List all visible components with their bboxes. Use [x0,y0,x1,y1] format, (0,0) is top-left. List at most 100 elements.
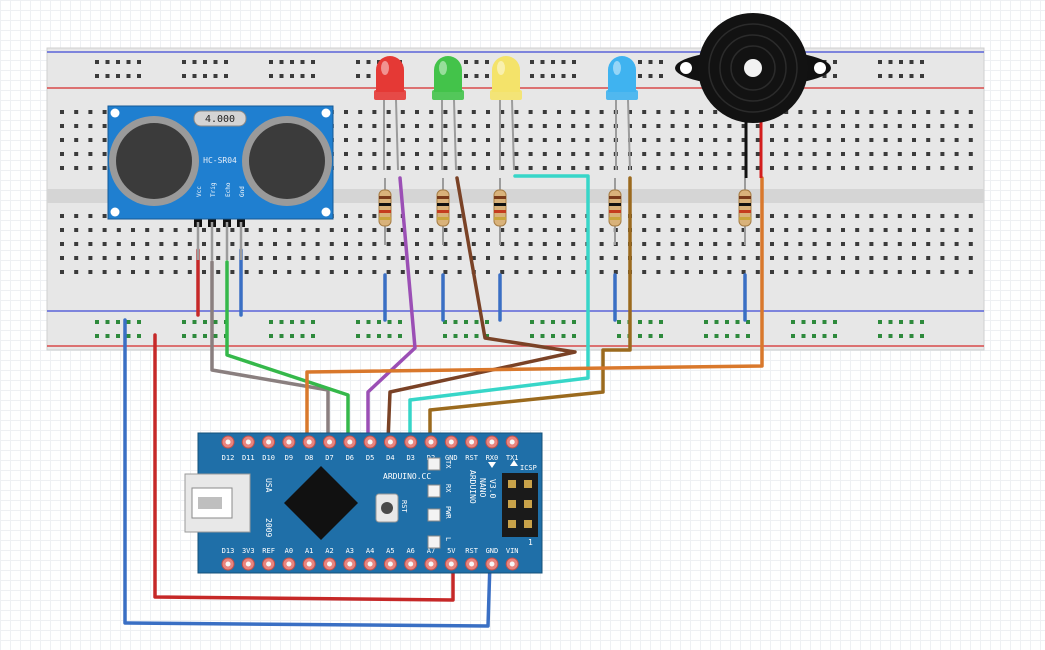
led-yellow [492,56,520,92]
breadboard-hole [557,124,561,128]
breadboard-hole [74,152,79,156]
breadboard-hole [912,138,916,142]
rail-hole [474,320,479,324]
breadboard-hole [670,228,675,232]
breadboard-hole [372,256,377,260]
arduino-nano: D12D11D10D9D8D7D6D5D4D3D2GNDRSTRX0TX1 D1… [184,432,543,574]
breadboard-hole [940,228,945,232]
breadboard-hole [443,124,448,128]
breadboard-hole [812,270,817,274]
usb-tongue [198,497,222,509]
breadboard-hole [599,124,604,128]
breadboard-hole [173,242,178,246]
rail-hole [725,334,729,338]
breadboard-hole [869,166,874,170]
breadboard-hole [926,256,931,260]
rail-hole [572,60,576,64]
breadboard-hole [102,270,107,274]
breadboard-hole [273,256,277,260]
rail-hole [366,334,371,338]
breadboard-hole [869,152,874,156]
breadboard-hole [585,166,590,170]
breadboard-hole [542,138,547,142]
wire-buzzer-orange [305,176,764,442]
breadboard-hole [443,138,448,142]
breadboard-hole [784,138,789,142]
pin-hole [286,439,292,445]
breadboard-hole [429,110,434,114]
rail-hole [203,320,207,324]
rail-hole [617,334,621,338]
breadboard-hole [429,138,434,142]
breadboard-hole [429,124,434,128]
pin-hole [266,561,272,567]
pin-label-bottom: D13 [222,547,235,555]
led-rim [490,90,522,100]
breadboard-hole [60,166,64,170]
breadboard-hole [926,242,931,246]
breadboard-hole [88,110,93,114]
pin-hole [245,439,251,445]
breadboard-hole [684,124,689,128]
breadboard-hole [599,214,604,218]
breadboard-hole [755,242,760,246]
breadboard-hole [500,124,505,128]
breadboard-hole [542,110,547,114]
breadboard-hole [102,228,107,232]
breadboard-hole [699,152,703,156]
breadboard-hole [713,152,718,156]
breadboard-hole [755,214,760,218]
breadboard-hole [670,124,675,128]
breadboard-hole [159,228,164,232]
sensor-mount-hole [110,207,120,217]
resistor-band [494,196,506,199]
rail-hole [182,334,186,338]
rail-hole [530,334,534,338]
breadboard-hole [656,152,661,156]
sensor-crystal [193,110,247,127]
breadboard-hole [940,152,945,156]
breadboard-hole [684,110,689,114]
rail-hole [833,60,837,64]
breadboard-hole [940,124,945,128]
breadboard-hole [514,228,519,232]
rail-hole [126,74,131,78]
breadboard-hole [287,242,292,246]
breadboard-hole [755,152,760,156]
breadboard-hole [415,228,419,232]
breadboard-hole [244,228,249,232]
breadboard-hole [912,110,916,114]
breadboard-hole [557,242,561,246]
breadboard-hole [954,270,959,274]
resistor-band [609,217,621,220]
rail-hole [279,74,284,78]
rail-hole [137,74,141,78]
breadboard-hole [699,138,703,142]
breadboard-hole [841,138,845,142]
rail-hole [888,320,893,324]
breadboard-hole [699,228,703,232]
breadboard-hole [514,214,519,218]
rail-hole [387,334,392,338]
breadboard-hole [727,152,732,156]
year-label: 2009 [264,518,273,537]
breadboard-hole [571,110,576,114]
rail-hole [398,334,402,338]
breadboard-hole [798,152,803,156]
breadboard-hole [60,214,64,218]
breadboard-hole [770,214,774,218]
breadboard-hole [429,270,434,274]
breadboard-hole [741,270,746,274]
breadboard-hole [883,270,888,274]
breadboard-hole [727,138,732,142]
breadboard-hole [258,256,263,260]
breadboard-hole [74,270,79,274]
wire-echo-green [225,260,350,442]
breadboard-hole [216,256,221,260]
breadboard-hole [187,256,192,260]
breadboard-hole [841,270,845,274]
breadboard-hole [400,256,405,260]
breadboard-hole [315,270,320,274]
breadboard-hole [613,270,618,274]
